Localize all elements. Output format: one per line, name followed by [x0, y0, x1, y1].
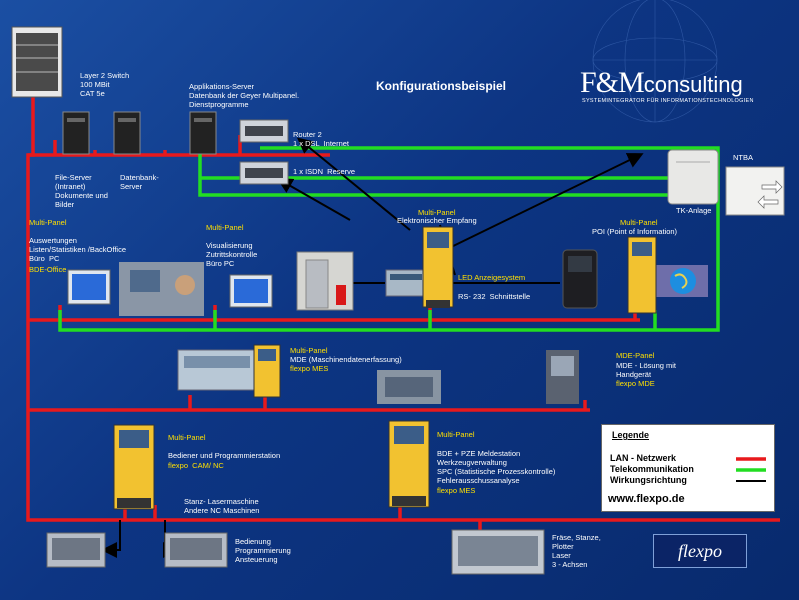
mp-mde-body: MDE (Maschinendatenerfassung) — [290, 355, 402, 364]
bedienung-label: Bedienung Programmierung Ansteuerung — [235, 537, 291, 564]
mde-panel-body: MDE - Lösung mit Handgerät — [616, 361, 677, 379]
tk-anlage-label: TK-Anlage — [676, 206, 712, 215]
mp-cam-title: Multi-Panel — [168, 433, 206, 442]
multi-panel-kiosk-pze — [388, 420, 430, 508]
flexpo-signature-logo: flexpo — [653, 534, 747, 568]
fraese-label: Fräse, Stanze, Plotter Laser 3 - Achsen — [552, 533, 601, 569]
legend-item-tele: Telekommunikation — [610, 464, 694, 474]
mde-machine-icon — [177, 349, 257, 391]
mde-panel-tag: flexpo MDE — [616, 379, 655, 388]
multi-panel-kiosk-poi — [627, 236, 657, 314]
mp-poi-title: Multi-Panel — [620, 218, 658, 227]
multi-panel-kiosk-emp — [422, 226, 454, 308]
cnc-photo-icon — [377, 370, 441, 404]
mp-visu-body: Visualisierung Zutrittskontrolle Büro PC — [206, 241, 258, 268]
mp-cam-tag: flexpo CAM/ NC — [168, 461, 224, 470]
laser-label: Stanz- Lasermaschine Andere NC Maschinen — [184, 497, 260, 515]
legend-swatches — [736, 457, 766, 482]
db-server-icon — [113, 111, 141, 155]
mp-visu-title: Multi-Panel — [206, 223, 244, 232]
db-server-label: Datenbank- Server — [120, 173, 159, 191]
legend-heading: Legende — [612, 430, 650, 440]
switch-label: Layer 2 Switch 100 MBit CAT 5e — [80, 71, 130, 98]
office-photo-icon — [119, 262, 204, 316]
file-server-label: File-Server (Intranet) Dokumente und Bil… — [55, 173, 108, 209]
mde-panel-photo-icon — [546, 350, 579, 404]
multi-panel-kiosk-mde — [253, 344, 281, 398]
tk-anlage-icon — [667, 149, 719, 205]
led-label: LED Anzeigesystem — [458, 273, 526, 282]
mp-bde-tag: BDE-Office — [29, 265, 67, 274]
laser-machine-icon-1 — [46, 532, 106, 568]
app-server-label: Applikations-Server Datenbank der Geyer … — [189, 82, 300, 109]
diagram-title: Konfigurationsbeispiel — [376, 79, 507, 93]
switch-icon — [11, 26, 63, 98]
pc-monitor-icon-visu — [229, 274, 273, 308]
mp-emp-body: Elektronischer Empfang — [397, 216, 477, 225]
multi-panel-kiosk-cam — [113, 424, 155, 510]
laser-machine-icon-2 — [164, 532, 228, 568]
direction-arrows — [101, 137, 644, 558]
mp-pze-body: BDE + PZE Meldestation Werkzeugverwaltun… — [437, 449, 556, 485]
legend-item-arrow: Wirkungsrichtung — [610, 475, 687, 485]
router-isdn-icon — [239, 161, 289, 185]
file-server-icon — [62, 111, 90, 155]
mp-bde-body: Auswertungen Listen/Statistiken /BackOff… — [29, 236, 126, 263]
legend-url: www.flexpo.de — [608, 493, 685, 505]
mp-emp-title: Multi-Panel — [418, 208, 456, 217]
legend-item-lan: LAN - Netzwerk — [610, 453, 677, 463]
app-server-icon — [189, 111, 217, 155]
mp-cam-body: Bediener und Programmierstation — [168, 451, 281, 460]
mp-poi-body: POI (Point of Information) — [592, 227, 678, 236]
router-dsl-icon — [239, 119, 289, 143]
legend-box: Legende LAN - Netzwerk Telekommunikation… — [601, 424, 775, 512]
rs232-label: RS- 232 Schnittstelle — [458, 292, 531, 301]
mp-bde-title: Multi-Panel — [29, 218, 67, 227]
logo-word: consulting — [643, 72, 743, 97]
ntba-icon — [725, 166, 785, 216]
mp-mde-title: Multi-Panel — [290, 346, 328, 355]
poi-kiosk-icon — [562, 249, 598, 309]
mde-panel-title: MDE-Panel — [616, 351, 655, 360]
entrance-door-icon — [296, 251, 354, 311]
globe-icon — [656, 265, 708, 297]
ntba-label: NTBA — [733, 153, 754, 162]
router-dsl-label: Router 2 1 x DSL Internet — [293, 130, 350, 148]
mp-pze-tag: flexpo MES — [437, 486, 476, 495]
led-display-machine-icon — [385, 269, 427, 297]
logo-brand: F&M — [580, 66, 645, 99]
globe-watermark — [592, 0, 718, 123]
mp-pze-title: Multi-Panel — [437, 430, 475, 439]
milling-machine-icon — [451, 529, 545, 575]
isdn-label: 1 x ISDN Reserve — [293, 167, 356, 176]
mp-mde-tag: flexpo MES — [290, 364, 329, 373]
company-logo: F&Mconsulting — [580, 66, 743, 100]
logo-tagline: SYSTEMINTEGRATOR FÜR INFORMATIONSTECHNOL… — [582, 98, 754, 104]
pc-monitor-icon-bde — [67, 269, 111, 305]
